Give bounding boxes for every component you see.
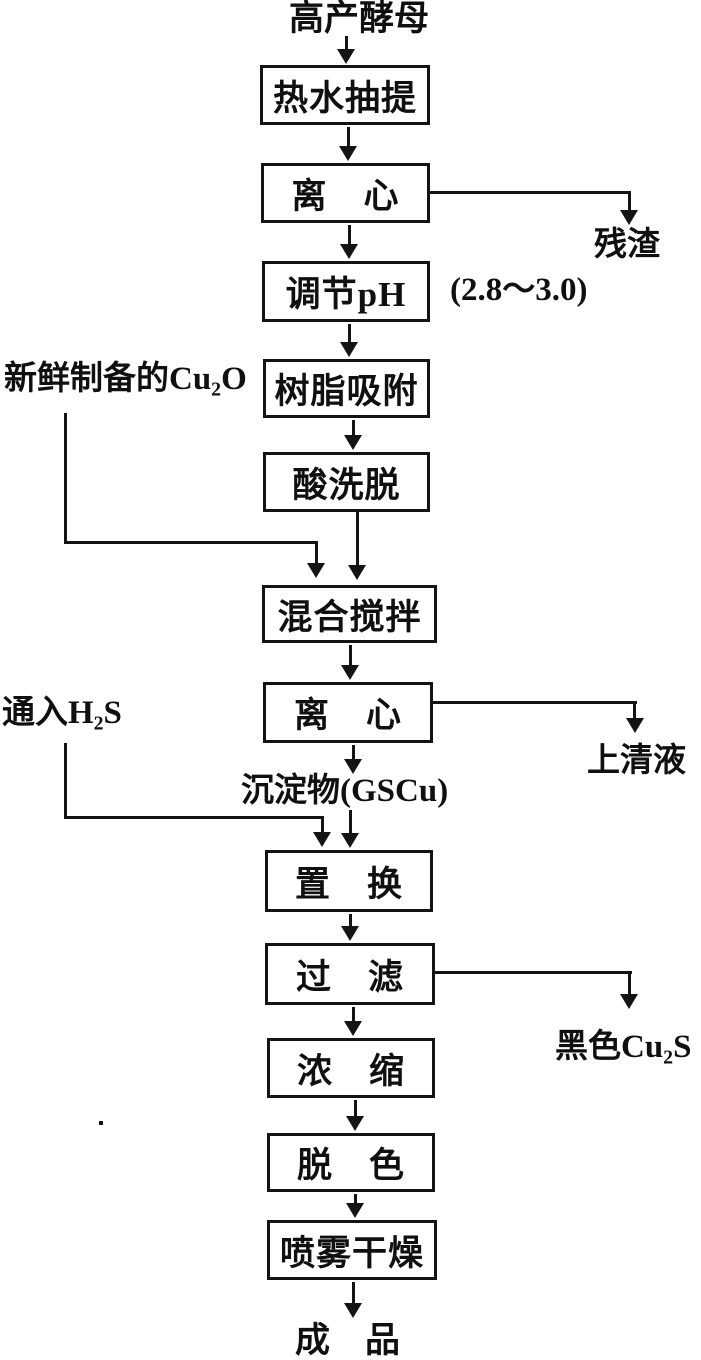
ph-range-annotation: (2.8～3.0): [450, 272, 588, 308]
arrow-down-icon: [313, 832, 331, 847]
connector-line: [433, 701, 637, 704]
connector-line: [315, 541, 318, 564]
arrow-down-icon: [307, 563, 325, 578]
end-label: 成 品: [295, 1321, 401, 1360]
node-mixing-stirring: 混合搅拌: [262, 585, 437, 643]
input-label-h2s: 通入H₂S: [2, 695, 122, 731]
arrow-down-icon: [346, 1116, 364, 1131]
node-spray-drying: 喷雾干燥: [267, 1220, 437, 1280]
arrow-down-icon: [346, 1203, 364, 1218]
connector-line: [349, 810, 352, 834]
arrow-down-icon: [340, 342, 358, 357]
node-centrifuge-2: 离 心: [263, 682, 433, 743]
connector-line: [354, 1100, 357, 1117]
arrow-down-icon: [344, 759, 362, 774]
connector-line: [64, 743, 67, 819]
arrow-down-icon: [337, 49, 355, 64]
output-label-supernatant: 上清液: [587, 743, 686, 779]
connector-line: [348, 225, 351, 245]
connector-line: [354, 1194, 357, 1204]
connector-line: [435, 971, 632, 974]
connector-line: [64, 816, 324, 819]
connector-line: [628, 191, 631, 211]
precipitate-label: 沉淀物(GSCu): [241, 773, 449, 809]
connector-line: [64, 413, 67, 544]
start-label: 高产酵母: [288, 0, 429, 38]
node-resin-adsorption: 树脂吸附: [263, 359, 430, 418]
arrow-down-icon: [339, 146, 357, 161]
node-displacement: 置 换: [265, 850, 433, 912]
node-hot-water-extraction: 热水抽提: [260, 65, 430, 125]
arrow-down-icon: [620, 210, 638, 225]
node-adjust-ph: 调节pH: [262, 261, 430, 322]
node-centrifuge-1: 离 心: [261, 163, 430, 223]
arrow-down-icon: [340, 244, 358, 259]
arrow-down-icon: [348, 565, 366, 580]
print-artifact-dot: [99, 1121, 103, 1125]
connector-line: [345, 36, 348, 50]
node-acid-elution: 酸洗脱: [263, 452, 430, 512]
node-decolorization: 脱 色: [267, 1133, 435, 1192]
connector-line: [349, 645, 352, 666]
connector-line: [347, 127, 350, 147]
connector-line: [352, 1282, 355, 1304]
arrow-down-icon: [344, 1021, 362, 1036]
connector-line: [430, 191, 631, 194]
connector-line: [321, 816, 324, 833]
output-label-black-cu2s: 黑色Cu₂S: [555, 1029, 692, 1065]
connector-line: [352, 420, 355, 436]
arrow-down-icon: [341, 665, 359, 680]
connector-line: [352, 1007, 355, 1022]
connector-line: [356, 512, 359, 566]
arrow-down-icon: [344, 1303, 362, 1318]
arrow-down-icon: [620, 994, 638, 1009]
connector-line: [633, 701, 636, 719]
node-concentration: 浓 缩: [267, 1038, 435, 1098]
output-label-residue: 残渣: [594, 227, 660, 263]
connector-line: [349, 914, 352, 927]
connector-line: [348, 324, 351, 343]
arrow-down-icon: [626, 718, 644, 733]
input-label-fresh-cu2o: 新鲜制备的Cu₂O: [4, 361, 247, 397]
connector-line: [64, 541, 318, 544]
node-filtration: 过 滤: [265, 943, 435, 1005]
arrow-down-icon: [341, 926, 359, 941]
arrow-down-icon: [341, 833, 359, 848]
arrow-down-icon: [344, 435, 362, 450]
connector-line: [628, 971, 631, 995]
connector-line: [352, 745, 355, 760]
